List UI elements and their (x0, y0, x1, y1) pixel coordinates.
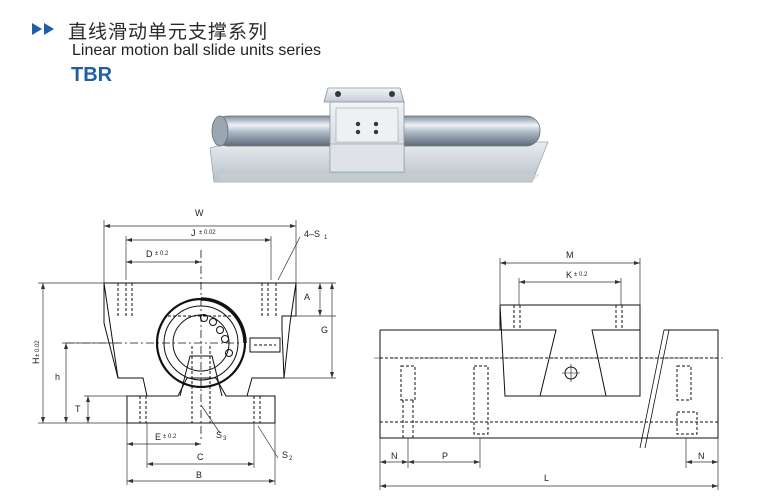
dim-A-label: A (304, 292, 310, 302)
dim-E-label: E (155, 432, 161, 442)
dim-H-tolerance: ± 0.02 (35, 340, 41, 357)
side-view-dimensions (379, 258, 719, 490)
double-arrow-icon (32, 23, 54, 35)
series-code: TBR (71, 64, 113, 86)
dim-D-tolerance: ± 0.2 (155, 251, 169, 257)
dim-W-label: W (195, 208, 204, 218)
dim-M-label: M (566, 250, 574, 260)
dim-K-tolerance: ± 0.2 (574, 272, 588, 278)
dim-holes-subscript: 1 (324, 235, 328, 241)
dim-K-label: K (566, 270, 572, 280)
dim-G-label: G (321, 325, 328, 335)
dim-H-label: H (31, 358, 41, 365)
dim-C-label: C (197, 452, 204, 462)
dim-N-left-label: N (391, 451, 398, 461)
front-view-dimensions (38, 220, 336, 485)
dim-T-label: T (75, 404, 81, 414)
side-view (374, 304, 724, 449)
product-photo (210, 87, 549, 183)
dim-E-tolerance: ± 0.2 (163, 434, 177, 440)
dim-P-label: P (442, 451, 448, 461)
dim-J-tolerance: ± 0.02 (199, 230, 216, 236)
dim-S3-label: S (216, 430, 222, 440)
dim-L-label: L (544, 473, 549, 483)
page-title-english: Linear motion ball slide units series (72, 42, 322, 59)
dim-D-label: D (146, 249, 153, 259)
dim-S2-label: S (282, 450, 288, 460)
page-title-chinese: 直线滑动单元支撑系列 (68, 21, 269, 43)
dim-N-right-label: N (698, 451, 705, 461)
front-view (66, 250, 297, 440)
dim-h-label: h (55, 372, 60, 382)
dim-holes-label: 4–S (304, 229, 320, 239)
dim-S2-subscript: 2 (289, 456, 293, 462)
dim-B-label: B (196, 470, 202, 480)
dim-S3-subscript: 3 (223, 436, 227, 442)
dimension-arrowheads (41, 224, 718, 488)
dim-J-label: J (191, 228, 196, 238)
